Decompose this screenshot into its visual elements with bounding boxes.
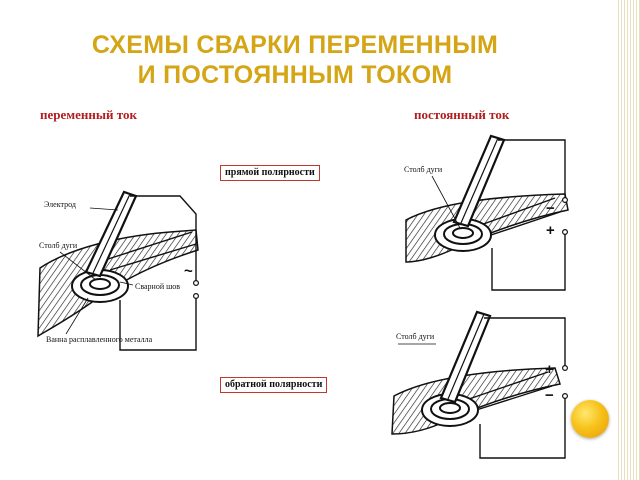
dc-straight-diagram: − + Столб дуги: [404, 134, 569, 291]
ac-terminal: [193, 280, 200, 287]
dc-straight-label-arc: Столб дуги: [404, 165, 443, 174]
dc-reverse-workpiece: [391, 367, 561, 435]
label-reverse-polarity: обратной полярности: [220, 377, 328, 393]
ac-label-arc: Столб дуги: [39, 241, 78, 250]
dc-straight-top-sign: −: [546, 200, 555, 217]
subhead-ac: переменный ток: [40, 107, 137, 122]
label-straight-polarity: прямой полярности: [220, 165, 320, 181]
dc-reverse-diagram: + − Столб дуги: [391, 310, 568, 459]
title-line-1: СХЕМЫ СВАРКИ ПЕРЕМЕННЫМ: [91, 31, 499, 59]
ac-pool-inner: [89, 278, 111, 290]
ac-label-pool: Ванна расплавленного металла: [46, 335, 153, 344]
ac-terminal: [193, 293, 200, 300]
title-line-2: И ПОСТОЯННЫМ ТОКОМ: [137, 61, 453, 89]
ac-label-seam: Сварной шов: [135, 282, 180, 291]
ac-wire-top: [130, 195, 197, 282]
slide-title: СХЕМЫ СВАРКИ ПЕРЕМЕННЫМ И ПОСТОЯННЫМ ТОК…: [0, 30, 590, 90]
dc-straight-bottom-sign: +: [546, 222, 555, 239]
ac-diagram: ~ Электрод Столб дуги Сварной шов Ванна …: [37, 190, 200, 351]
dc-reverse-label-arc: Столб дуги: [396, 332, 435, 341]
ac-bead-line: [109, 243, 197, 271]
dc-reverse-bottom-sign: −: [545, 387, 554, 404]
ac-label-electrode: Электрод: [44, 200, 76, 209]
dc-reverse-top-sign: +: [545, 361, 554, 378]
decorative-orb: [571, 400, 609, 438]
decorative-stripes: [616, 0, 640, 480]
ac-symbol: ~: [184, 263, 193, 280]
ac-bead-line: [104, 231, 193, 261]
ac-wire-bottom: [119, 298, 197, 351]
subhead-dc: постоянный ток: [414, 107, 510, 122]
